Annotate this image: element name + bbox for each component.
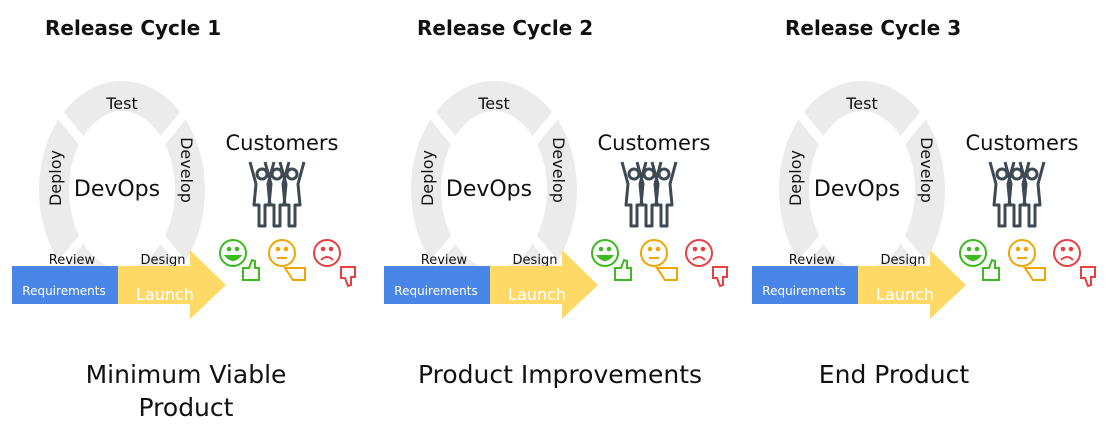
cycle-title: Release Cycle 2 [417,16,594,40]
ring-gap [408,87,498,193]
stage-design: Design [881,253,926,268]
requirements-label: Requirements [394,284,477,298]
neutral-face-pointing-icon [1008,239,1046,281]
devops-label: DevOps [814,177,900,202]
requirements-block [384,266,490,304]
caption-line: Product Improvements [417,360,703,389]
neutral-face-pointing-icon [268,239,306,281]
stage-develop: Develop [917,137,936,203]
launch-label: Launch [876,285,934,304]
customers-label: Customers [226,131,339,155]
stage-test: Test [477,94,510,113]
stage-test: Test [845,94,878,113]
happy-face-thumbs-up-icon [959,239,1000,281]
launch-arrow [118,250,226,319]
customers-label: Customers [966,131,1079,155]
sad-face-thumbs-down-icon [685,239,728,288]
cycle-caption: Product Improvements [410,358,710,391]
ring-gap [490,87,580,193]
launch-label: Launch [136,285,194,304]
requirements-label: Requirements [22,284,105,298]
stage-test: Test [105,94,138,113]
stage-deploy: Deploy [46,150,65,206]
stage-develop: Develop [549,137,568,203]
launch-arrow [490,250,598,319]
customers-label: Customers [598,131,711,155]
cycle-graphic: Test Deploy Develop DevOps Review Design… [12,81,356,319]
ring-gap [36,87,126,193]
people-cheering-icon [248,161,306,228]
ring-gap [858,87,948,193]
happy-face-thumbs-up-icon [219,239,260,281]
cycle-title: Release Cycle 1 [45,16,222,40]
devops-label: DevOps [446,177,532,202]
cycle-graphic: Test Deploy Develop DevOps Review Design… [384,81,728,319]
neutral-face-pointing-icon [640,239,678,281]
launch-arrow [858,250,966,319]
ring-gap [118,87,208,193]
stage-design: Design [141,253,186,268]
stage-review: Review [421,253,468,268]
happy-face-thumbs-up-icon [591,239,632,281]
people-cheering-icon [988,161,1046,228]
cycle-title: Release Cycle 3 [785,16,962,40]
requirements-block [12,266,118,304]
requirements-block [752,266,858,304]
caption-line: End Product [818,360,970,389]
release-cycle-panel-1: Release Cycle 1 Test Deploy Develop DevO… [0,0,372,441]
stage-review: Review [49,253,96,268]
stage-develop: Develop [177,137,196,203]
release-cycle-panel-2: Release Cycle 2 Test Deploy Develop DevO… [372,0,744,441]
ring-gap [776,87,866,193]
requirements-label: Requirements [762,284,845,298]
stage-review: Review [789,253,836,268]
caption-line: Minimum Viable [85,360,287,389]
people-cheering-icon [620,161,678,228]
sad-face-thumbs-down-icon [313,239,356,288]
stage-design: Design [513,253,558,268]
devops-label: DevOps [74,177,160,202]
cycle-graphic: Test Deploy Develop DevOps Review Design… [752,81,1096,319]
caption-line: Product [138,393,234,422]
release-cycle-panel-3: Release Cycle 3 Test Deploy Develop DevO… [740,0,1110,441]
launch-label: Launch [508,285,566,304]
stage-deploy: Deploy [786,150,805,206]
sad-face-thumbs-down-icon [1053,239,1096,288]
cycle-caption: End Product [744,358,1044,391]
stage-deploy: Deploy [418,150,437,206]
